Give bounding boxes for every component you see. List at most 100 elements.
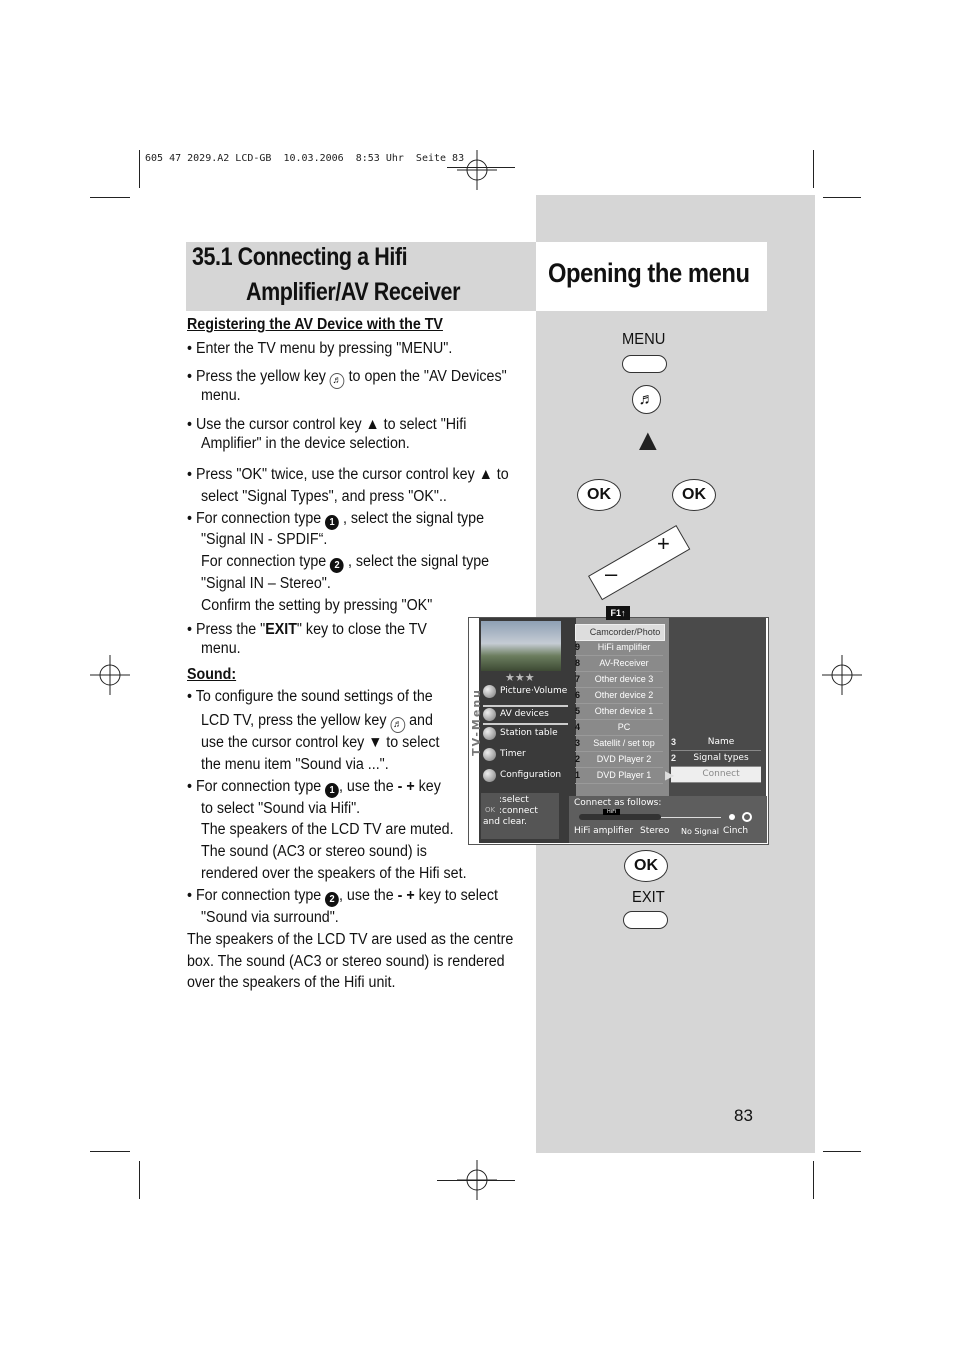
tv-menu-item-label: AV devices (500, 709, 549, 719)
exit-button[interactable] (623, 911, 668, 929)
yellow-key-button[interactable]: ♬ (632, 385, 661, 414)
device-label: Other device 2 (594, 690, 654, 700)
help-box: :select OK :connect and clear. (481, 793, 559, 839)
step-4: • Press "OK" twice, use the cursor contr… (187, 466, 509, 483)
step-6-cont: menu. (201, 640, 241, 657)
device-row[interactable]: Camcorder/Photo (575, 624, 665, 641)
ok-button[interactable]: OK (577, 479, 621, 511)
device-list-pane (576, 618, 669, 796)
registration-mark (822, 655, 862, 695)
menu-ball-icon (483, 727, 496, 740)
device-number: 8 (575, 658, 581, 668)
section-title-line2: Amplifier/AV Receiver (246, 278, 461, 306)
stars-icon: ★★★ (505, 671, 535, 684)
circled-number-icon: 1 (325, 783, 339, 798)
step-5: • For connection type 1 , select the sig… (187, 510, 485, 530)
step-3-cont: Amplifier" in the device selection. (201, 435, 410, 452)
step-2-cont: menu. (201, 387, 241, 404)
connect-as-label: Connect as follows: (574, 798, 662, 808)
step-5-c: "Signal IN - SPDIF“. (201, 531, 328, 548)
device-label: Satellit / set top (593, 738, 655, 748)
tv-menu-item[interactable]: AV devices (483, 705, 568, 725)
ok-button[interactable]: OK (672, 479, 716, 511)
sound-c1: • For connection type 2, use the - + key… (187, 887, 498, 907)
circled-number-icon: 2 (325, 892, 339, 907)
subhead-sound: Sound: (187, 666, 237, 683)
circled-number-icon: 2 (330, 558, 345, 573)
music-note-icon: ♬ (390, 717, 406, 733)
device-row[interactable]: 9 HiFi amplifier (575, 640, 663, 656)
cinch-socket-icon (742, 812, 752, 822)
step-5-g: Confirm the setting by pressing "OK" (201, 597, 433, 614)
device-number: 7 (575, 674, 581, 684)
device-row[interactable]: 3 Satellit / set top (575, 736, 663, 752)
sound-b3: The speakers of the LCD TV are muted. (201, 821, 454, 838)
device-label: HiFi amplifier (597, 642, 651, 652)
submenu-label: Signal types (693, 753, 749, 763)
submenu-row[interactable]: Connect (671, 767, 761, 783)
tv-menu-item-label: Picture·Volume (500, 686, 568, 696)
step-4-cont: select "Signal Types", and press "OK".. (201, 488, 447, 505)
tv-menu-item[interactable]: Picture·Volume (483, 684, 568, 700)
page-number: 83 (734, 1106, 753, 1125)
step-5-d: For connection type 2 , select the signa… (201, 553, 490, 573)
sound-b1: • For connection type 1, use the - + key (187, 778, 441, 798)
sound-b5: rendered over the speakers of the Hifi s… (201, 865, 467, 882)
cursor-up-button[interactable]: ▲ (633, 424, 663, 457)
crop-mark (139, 150, 140, 188)
bottom-cinch: Cinch (723, 826, 749, 836)
hifi-tag: HiFi (603, 809, 621, 815)
sound-a4: the menu item "Sound via ...". (201, 756, 389, 773)
sound-d1: The speakers of the LCD TV are used as t… (187, 931, 514, 948)
crop-mark (823, 197, 861, 198)
step-6: • Press the "EXIT" key to close the TV (187, 621, 427, 638)
tv-menu-item-label: Station table (500, 728, 558, 738)
step-2: • Press the yellow key ♬ to open the "AV… (187, 367, 507, 389)
f1-badge: F1↑ (606, 606, 630, 620)
submenu-row[interactable]: 2 Signal types (671, 751, 761, 767)
device-label: AV-Receiver (599, 658, 649, 668)
step-5-f: "Signal IN – Stereo". (201, 575, 331, 592)
sound-d2: box. The sound (AC3 or stereo sound) is … (187, 953, 505, 970)
device-label: Other device 1 (594, 706, 654, 716)
menu-ball-icon (483, 685, 496, 698)
help-select: :select (499, 795, 529, 805)
connection-bar: Connect as follows: HiFi HiFi amplifier … (569, 796, 767, 843)
subhead-register: Registering the AV Device with the TV (187, 316, 443, 333)
submenu-number: 2 (671, 753, 677, 763)
menu-ball-icon (483, 708, 496, 721)
device-row[interactable]: 2 DVD Player 2 (575, 752, 663, 768)
sound-a1: • To configure the sound settings of the (187, 688, 433, 705)
tv-menu-item[interactable]: Station table (483, 726, 568, 742)
tv-menu-item[interactable]: Timer (483, 747, 568, 763)
menu-label: MENU (622, 331, 666, 348)
tv-menu-item[interactable]: Configuration (483, 768, 568, 784)
device-number: 9 (575, 642, 581, 652)
music-note-icon: ♬ (329, 373, 345, 389)
right-title: Opening the menu (548, 258, 750, 288)
device-number: 3 (575, 738, 581, 748)
menu-button[interactable] (622, 355, 667, 373)
connector-graphic (579, 814, 661, 820)
device-label: PC (617, 722, 631, 732)
device-number: 2 (575, 754, 581, 764)
crop-mark (813, 1161, 814, 1199)
tv-menu-side-title: TV-Menu (470, 688, 483, 756)
device-row[interactable]: 8 AV-Receiver (575, 656, 663, 672)
help-clear: and clear. (483, 817, 528, 827)
submenu-label: Connect (702, 769, 740, 779)
sound-c2: "Sound via surround". (201, 909, 339, 926)
sound-a3: use the cursor control key ▼ to select (201, 734, 440, 751)
registration-mark (457, 150, 497, 190)
ok-button[interactable]: OK (624, 850, 668, 882)
sound-b4: The sound (AC3 or stereo sound) is (201, 843, 427, 860)
bottom-stereo: Stereo (640, 826, 670, 836)
device-label: DVD Player 2 (596, 754, 652, 764)
